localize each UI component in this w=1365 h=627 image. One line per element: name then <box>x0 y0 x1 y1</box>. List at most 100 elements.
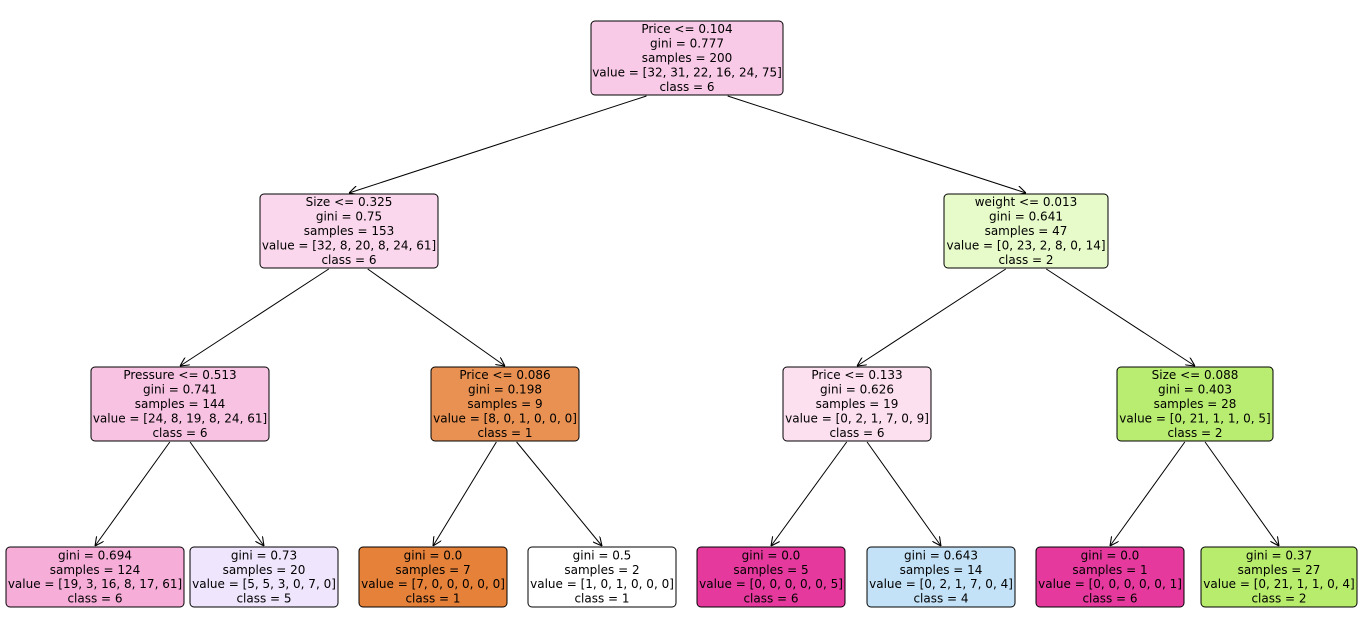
node-text-line: class = 6 <box>152 426 207 440</box>
node-box <box>590 20 784 96</box>
node-box <box>90 366 270 442</box>
node-text-line: value = [24, 8, 19, 8, 24, 61] <box>93 411 267 425</box>
node-text-line: samples = 20 <box>223 563 306 577</box>
node-text-line: value = [0, 0, 0, 0, 0, 1] <box>1038 577 1182 591</box>
node-text-line: gini = 0.5 <box>573 548 632 562</box>
node-text-line: gini = 0.777 <box>650 37 724 51</box>
node-text-line: class = 2 <box>998 253 1053 267</box>
node-text-line: class = 2 <box>1167 426 1222 440</box>
node-text-line: samples = 19 <box>816 397 899 411</box>
node-text-line: samples = 5 <box>733 563 808 577</box>
node-box <box>696 546 846 608</box>
node-text-line: value = [19, 3, 16, 8, 17, 61] <box>8 577 182 591</box>
node-text-line: samples = 153 <box>304 224 394 238</box>
node-text-line: value = [32, 31, 22, 16, 24, 75] <box>592 65 782 79</box>
node-text-line: class = 6 <box>659 80 714 94</box>
node-text-line: value = [5, 5, 3, 0, 7, 0] <box>192 577 336 591</box>
node-box <box>1116 366 1274 442</box>
node-box <box>1200 546 1358 608</box>
node-text-line: samples = 14 <box>900 563 983 577</box>
node-box <box>259 193 439 269</box>
node-text-line: samples = 9 <box>467 397 542 411</box>
node-text-line: gini = 0.0 <box>404 548 463 562</box>
node-text-line: Price <= 0.133 <box>811 368 902 382</box>
node-text-line: class = 6 <box>829 426 884 440</box>
node-text-line: value = [8, 0, 1, 0, 0, 0] <box>433 411 577 425</box>
edge-n2-n6 <box>1046 268 1195 366</box>
edge-n0-n1 <box>349 95 647 193</box>
node-text-line: gini = 0.198 <box>468 383 542 397</box>
node-text-line: gini = 0.694 <box>58 548 132 562</box>
node-text-line: value = [0, 2, 1, 7, 0, 4] <box>869 577 1013 591</box>
node-text-line: samples = 7 <box>395 563 470 577</box>
node-text-line: gini = 0.73 <box>231 548 297 562</box>
node-text-line: samples = 124 <box>50 563 140 577</box>
edge-n3-n8 <box>189 441 264 546</box>
node-box <box>527 546 677 608</box>
node-text-line: class = 6 <box>67 592 122 606</box>
edge-n6-n13 <box>1110 441 1186 546</box>
node-text-line: gini = 0.741 <box>143 383 217 397</box>
node-text-line: samples = 27 <box>1238 563 1321 577</box>
node-text-line: value = [1, 0, 1, 0, 0, 0] <box>530 577 674 591</box>
node-text-line: class = 2 <box>1251 592 1306 606</box>
node-text-line: gini = 0.75 <box>316 210 382 224</box>
node-box <box>430 366 580 442</box>
node-text-line: value = [0, 2, 1, 7, 0, 9] <box>785 411 929 425</box>
edge-n1-n3 <box>180 268 329 366</box>
node-text-line: class = 1 <box>405 592 460 606</box>
node-text-line: class = 1 <box>477 426 532 440</box>
edge-n4-n10 <box>516 441 602 546</box>
node-text-line: gini = 0.403 <box>1158 383 1232 397</box>
node-text-line: class = 6 <box>1082 592 1137 606</box>
node-box <box>358 546 508 608</box>
edge-n0-n2 <box>727 95 1026 193</box>
edge-n5-n12 <box>866 441 941 546</box>
node-box <box>866 546 1016 608</box>
node-text-line: gini = 0.0 <box>1081 548 1140 562</box>
node-text-line: value = [0, 0, 0, 0, 0, 5] <box>699 577 843 591</box>
node-box <box>5 546 185 608</box>
edge-n1-n4 <box>367 268 505 366</box>
node-text-line: Price <= 0.086 <box>459 368 550 382</box>
node-text-line: samples = 1 <box>1072 563 1147 577</box>
node-box <box>189 546 339 608</box>
node-text-line: weight <= 0.013 <box>975 195 1078 209</box>
node-text-line: Price <= 0.104 <box>641 22 732 36</box>
node-text-line: value = [0, 23, 2, 8, 0, 14] <box>946 238 1105 252</box>
node-text-line: gini = 0.641 <box>989 210 1063 224</box>
edge-n4-n9 <box>433 441 497 546</box>
node-text-line: class = 6 <box>321 253 376 267</box>
node-text-line: Size <= 0.325 <box>306 195 393 209</box>
node-text-line: value = [0, 21, 1, 1, 0, 5] <box>1119 411 1270 425</box>
node-text-line: samples = 28 <box>1154 397 1237 411</box>
node-text-line: Pressure <= 0.513 <box>123 368 236 382</box>
node-text-line: class = 1 <box>574 592 629 606</box>
node-text-line: class = 6 <box>743 592 798 606</box>
node-box <box>782 366 932 442</box>
node-text-line: samples = 200 <box>642 51 732 65</box>
node-text-line: samples = 47 <box>985 224 1068 238</box>
node-text-line: gini = 0.0 <box>742 548 801 562</box>
node-box <box>943 193 1109 269</box>
edge-n2-n5 <box>857 268 1006 366</box>
node-text-line: samples = 144 <box>135 397 225 411</box>
edge-n3-n7 <box>95 441 171 546</box>
node-text-line: value = [32, 8, 20, 8, 24, 61] <box>262 238 436 252</box>
node-text-line: samples = 2 <box>564 563 639 577</box>
